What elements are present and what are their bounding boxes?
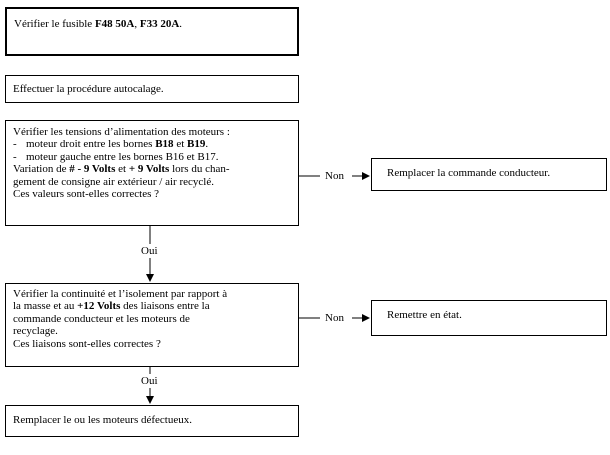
step-repair-box: Remettre en état.	[371, 300, 607, 336]
bullet-right-motor: -moteur droit entre les bornes B18 et B1…	[13, 138, 291, 150]
right-motor-suffix: .	[205, 138, 209, 151]
step-autocalage-text: Effectuer la procédure autocalage.	[13, 83, 164, 95]
replace-driver-control-text: Remplacer la commande conducteur.	[387, 167, 551, 179]
no-label-voltages: Non	[325, 170, 344, 182]
step-replace-driver-control-box: Remplacer la commande conducteur.	[371, 158, 607, 191]
step-check-continuity-box: Vérifier la continuité et l’isolement pa…	[5, 283, 299, 367]
variation-continuation: gement de consigne air extérieur / air r…	[13, 175, 214, 188]
voltage-variation: Variation de # - 9 Volts et + 9 Volts lo…	[13, 163, 291, 175]
continuity-line2-suffix: des liaisons entre la	[120, 300, 210, 313]
variation-mid: et	[115, 163, 129, 176]
right-motor-mid: et	[173, 138, 188, 151]
no-label-continuity: Non	[325, 312, 344, 324]
continuity-question: Ces liaisons sont-elles correctes ?	[13, 337, 161, 350]
voltage-plus-9: + 9 Volts	[128, 163, 170, 176]
step-check-fuses-text: Vérifier le fusible F48 50A, F33 20A.	[14, 18, 290, 30]
fuse-f48: F48 50A	[94, 18, 135, 30]
step-autocalage-box: Effectuer la procédure autocalage.	[5, 75, 299, 103]
voltage-minus-9: # - 9 Volts	[69, 163, 116, 176]
voltage-plus-12: +12 Volts	[77, 300, 121, 313]
terminal-b19: B19	[187, 138, 206, 151]
continuity-line3: commande conducteur et les moteurs de	[13, 312, 190, 325]
continuity-line2: la masse et au +12 Volts des liaisons en…	[13, 300, 291, 312]
yes-label-continuity: Oui	[141, 375, 158, 387]
fuse-f33: F33 20A	[139, 18, 180, 30]
check-fuses-prefix: Vérifier le fusible	[14, 18, 95, 30]
voltages-question: Ces valeurs sont-elles correctes ?	[13, 188, 159, 201]
step-replace-motors-box: Remplacer le ou les moteurs défectueux.	[5, 405, 299, 437]
replace-motors-text: Remplacer le ou les moteurs défectueux.	[13, 414, 192, 426]
yes-label-voltages: Oui	[141, 245, 158, 257]
continuity-line4: recyclage.	[13, 325, 58, 338]
bullet-mark: -	[13, 150, 17, 163]
step-check-voltages-box: Vérifier les tensions d’alimentation des…	[5, 120, 299, 226]
continuity-line1: Vérifier la continuité et l’isolement pa…	[13, 288, 228, 300]
fuse-separator: ,	[134, 18, 140, 30]
variation-prefix: Variation de	[13, 163, 70, 176]
check-fuses-suffix: .	[179, 18, 183, 30]
continuity-line2-prefix: la masse et au	[13, 300, 78, 313]
left-motor-text: moteur gauche entre les bornes B16 et B1…	[26, 150, 219, 163]
check-voltages-intro: Vérifier les tensions d’alimentation des…	[13, 126, 230, 138]
terminal-b18: B18	[155, 138, 174, 151]
repair-text: Remettre en état.	[387, 309, 462, 321]
step-check-fuses-box: Vérifier le fusible F48 50A, F33 20A.	[5, 7, 299, 56]
bullet-left-motor: -moteur gauche entre les bornes B16 et B…	[13, 151, 291, 163]
variation-suffix: lors du chan-	[169, 163, 230, 176]
bullet-mark: -	[13, 138, 17, 151]
right-motor-prefix: moteur droit entre les bornes	[26, 138, 156, 151]
